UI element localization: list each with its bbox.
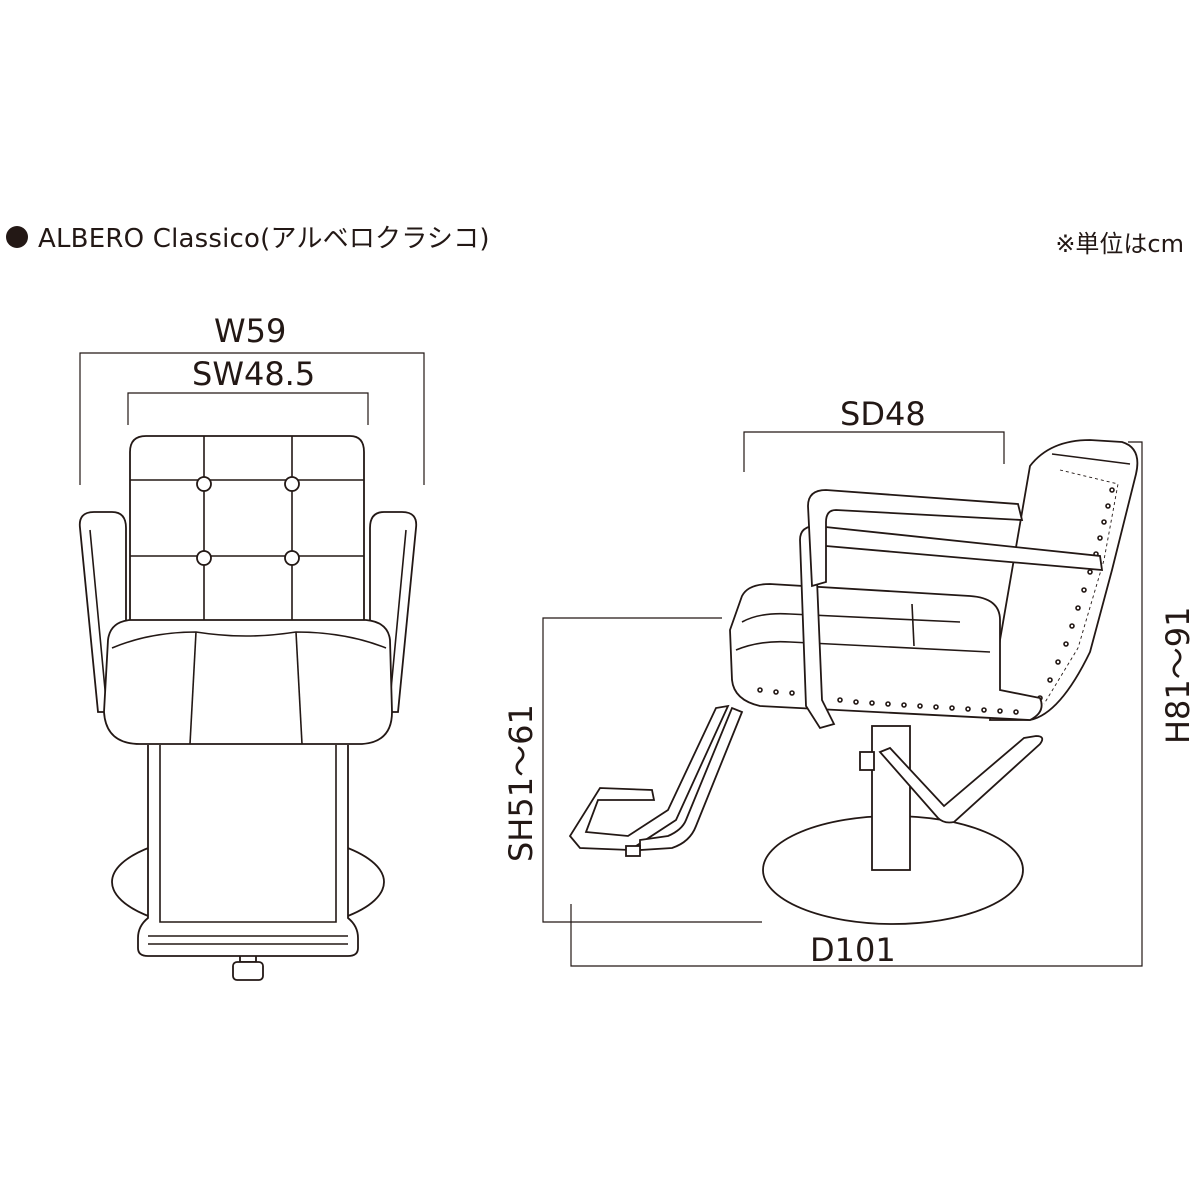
depth-label: D101 (810, 931, 896, 969)
side-backrest (988, 439, 1139, 721)
adjuster-foot (232, 961, 264, 981)
product-title: ALBERO Classico(アルベロクラシコ) (6, 218, 490, 255)
height-depth-dimension-line (570, 441, 1143, 967)
footrest (568, 704, 730, 851)
height-label: H81～91 (1159, 606, 1197, 744)
front-seat-cushion (103, 619, 393, 745)
front-view (78, 352, 425, 981)
width-label: W59 (214, 312, 287, 350)
side-armrest-back (807, 489, 1024, 588)
seat-height-dimension-line (542, 617, 762, 923)
button-tuft (196, 476, 212, 492)
rear-support (878, 735, 1044, 824)
side-view (542, 431, 1143, 967)
seat-depth-dimension-line (743, 431, 1005, 472)
unit-note: ※単位はcm (1055, 230, 1184, 258)
product-name: ALBERO Classico(アルベロクラシコ) (38, 224, 490, 254)
side-seat-cushion (729, 583, 1043, 721)
front-frame (137, 745, 359, 957)
seat-depth-label: SD48 (840, 395, 926, 433)
bullet-icon (6, 225, 28, 248)
side-column (871, 725, 911, 871)
width-dimension-line (79, 352, 425, 485)
seat-width-dimension-line (127, 392, 369, 425)
front-backrest (129, 435, 365, 631)
seat-nailhead-trim (757, 687, 1019, 715)
seat-width-label: SW48.5 (192, 355, 316, 393)
seat-height-label: SH51～61 (502, 704, 540, 862)
